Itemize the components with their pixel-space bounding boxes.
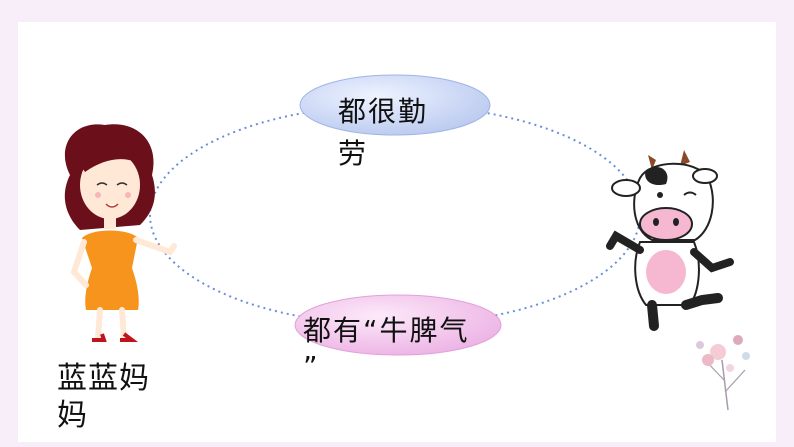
bottom-bubble [294,294,502,356]
cartoon-cow-icon [606,150,734,331]
top-bubble-label-line1: 都很勤 [338,95,429,128]
cartoon-woman-orange-dress-icon [64,124,177,342]
top-bubble-label-line2: 劳 [338,137,369,170]
bottom-bubble-label-line2: ” [303,350,320,383]
bottom-bubble-label-line1: 都有“牛脾气 [303,314,470,347]
dotted-connector-ring [149,104,641,326]
person-label-line2: 妈 [57,398,88,433]
top-bubble [299,74,491,136]
flower-bouquet-icon [696,335,750,411]
person-label-line1: 蓝蓝妈 [57,361,150,396]
